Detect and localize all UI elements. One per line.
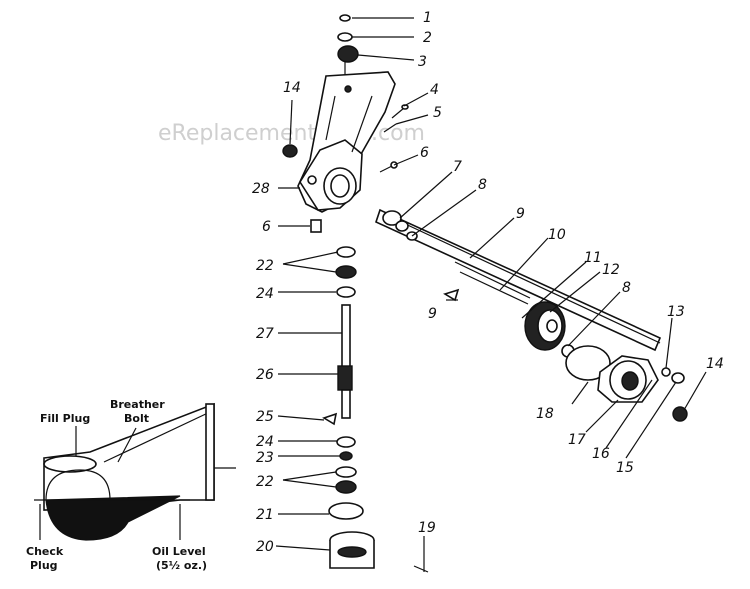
vertical-shaft-stack [322, 246, 364, 520]
label-part-9-lower: 9 [428, 306, 437, 322]
label-part-14-left: 14 [283, 80, 301, 96]
label-part-25: 25 [256, 409, 274, 425]
label-check-2: Plug [30, 559, 58, 572]
label-part-9-upper: 9 [516, 206, 525, 222]
label-fill-plug: Fill Plug [40, 412, 90, 425]
screw-six-lower [310, 219, 322, 233]
washer [661, 367, 671, 377]
label-part-6-upper: 6 [420, 145, 429, 161]
label-part-24-lower: 24 [256, 434, 274, 450]
plug-left [282, 144, 298, 158]
oil-level-inset: Fill Plug Breather Bolt Check Plug Oil L… [26, 398, 236, 572]
screw-six-upper [379, 161, 398, 173]
label-part-1: 1 [423, 10, 432, 26]
label-part-13: 13 [667, 304, 685, 320]
label-part-22-lower: 22 [256, 474, 274, 490]
o-ring [565, 345, 611, 381]
label-part-27: 27 [256, 326, 274, 342]
top-nut-stack [337, 14, 359, 75]
label-part-22-upper: 22 [256, 258, 274, 274]
label-part-11: 11 [584, 250, 602, 266]
nut [671, 372, 685, 384]
label-part-24-upper: 24 [256, 286, 274, 302]
label-part-10: 10 [548, 227, 566, 243]
label-part-15: 15 [616, 460, 634, 476]
label-part-14-right: 14 [706, 356, 724, 372]
label-part-7: 7 [453, 159, 462, 175]
label-part-17: 17 [568, 432, 586, 448]
gear-housing [297, 71, 396, 213]
label-breather-2: Bolt [124, 412, 149, 425]
drain-pin [413, 565, 429, 573]
label-check-1: Check [26, 545, 64, 558]
label-part-16: 16 [592, 446, 610, 462]
woodruff-key [443, 288, 460, 302]
part-number-labels: 1 2 3 4 5 6 14 28 6 7 8 9 10 11 12 8 9 1… [252, 10, 724, 555]
label-part-19: 19 [418, 520, 436, 536]
label-part-28: 28 [252, 181, 270, 197]
label-part-23: 23 [256, 450, 274, 466]
label-part-20: 20 [256, 539, 274, 555]
label-part-6-lower: 6 [262, 219, 271, 235]
watermark: eReplacementParts.com [158, 121, 425, 146]
screws-upper [383, 104, 409, 133]
label-part-8-upper: 8 [478, 177, 487, 193]
label-breather-1: Breather [110, 398, 165, 411]
shaft-tube [375, 208, 662, 352]
label-part-5: 5 [433, 105, 442, 121]
end-cap [597, 355, 659, 403]
bottom-housing [329, 531, 375, 569]
label-part-26: 26 [256, 367, 274, 383]
label-part-4: 4 [430, 82, 439, 98]
label-oil-level-2: (5½ oz.) [156, 559, 207, 572]
label-part-21: 21 [256, 507, 274, 523]
leader-lines [275, 17, 707, 572]
label-part-8-lower: 8 [622, 280, 631, 296]
label-oil-level-1: Oil Level [152, 545, 206, 558]
label-part-18: 18 [536, 406, 554, 422]
label-part-2: 2 [423, 30, 432, 46]
plug-right [672, 406, 688, 422]
label-part-3: 3 [418, 54, 427, 70]
drive-gear [524, 301, 566, 351]
label-part-12: 12 [602, 262, 620, 278]
